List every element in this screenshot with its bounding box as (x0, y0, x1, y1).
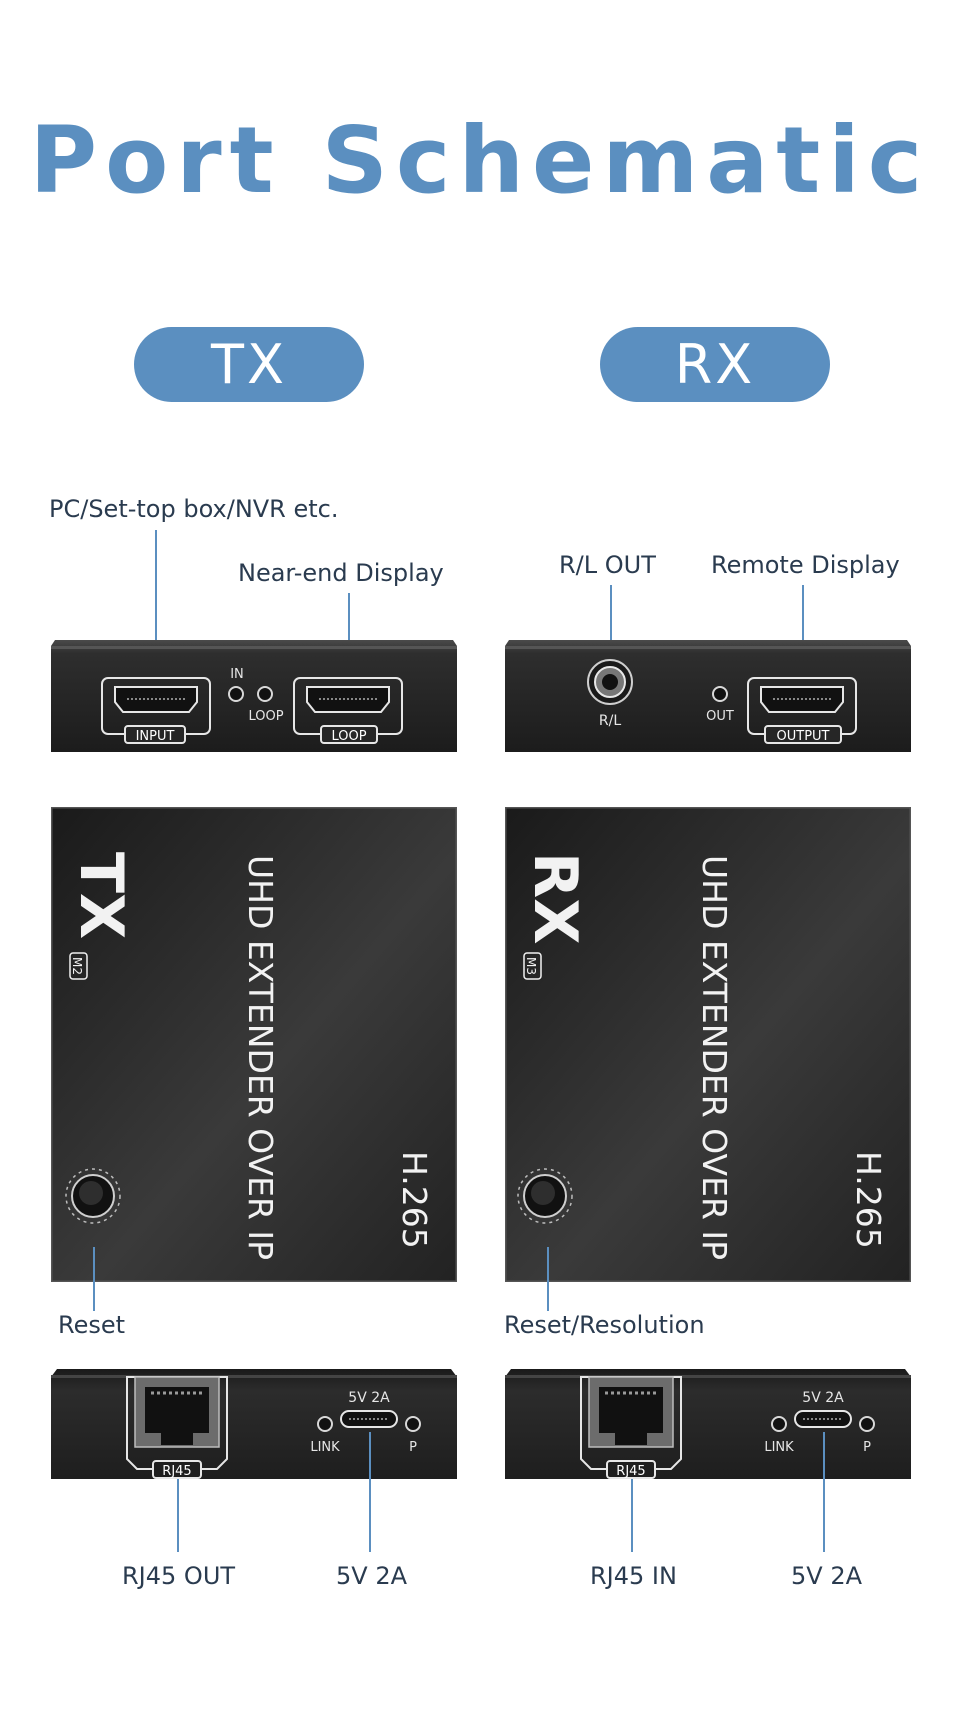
tx-codec: H.265 (395, 1151, 434, 1249)
rx-front-panel: R/L OUT OUTPUT (505, 640, 911, 752)
callout-rj45-in: RJ45 IN (590, 1562, 677, 1590)
rj45-port-icon: RJ45 (580, 1376, 682, 1479)
leader-line-reset-resolution (547, 1247, 549, 1311)
port-label-rl: R/L (599, 713, 621, 729)
callout-reset-resolution: Reset/Resolution (504, 1311, 705, 1339)
hdmi-loop-port: LOOP (293, 677, 403, 744)
audio-jack-icon (587, 659, 633, 705)
leader-line-power-rx (823, 1432, 825, 1552)
led-p (405, 1416, 421, 1432)
page-title: Port Schematic (29, 107, 931, 214)
callout-reset: Reset (58, 1311, 126, 1339)
led-label-out: OUT (706, 709, 734, 724)
leader-line-remote (802, 585, 804, 670)
leader-line-rj45-out (177, 1479, 179, 1552)
rx-logo: RX (520, 852, 590, 944)
led-link (317, 1416, 333, 1432)
callout-power-rx: 5V 2A (791, 1562, 863, 1590)
rx-product-text: UHD EXTENDER OVER IP (695, 855, 734, 1260)
rx-model: M3 (524, 957, 538, 975)
rx-codec: H.265 (849, 1151, 888, 1249)
led-label-p: P (409, 1440, 417, 1455)
reset-resolution-button[interactable] (517, 1168, 573, 1224)
leader-line-power-tx (369, 1432, 371, 1552)
hdmi-input-port: INPUT (101, 677, 211, 744)
led-label-loop: LOOP (248, 709, 283, 724)
callout-near-end-display: Near-end Display (238, 559, 444, 587)
port-label-rj45: RJ45 (616, 1464, 645, 1479)
tx-badge: TX (134, 327, 364, 402)
port-label-loop: LOOP (331, 729, 366, 744)
rx-top-view: RX M3 UHD EXTENDER OVER IP H.265 (505, 807, 911, 1282)
tx-product-text: UHD EXTENDER OVER IP (241, 855, 280, 1260)
led-p (859, 1416, 875, 1432)
tx-rear-panel: RJ45 5V 2A LINK P (51, 1369, 457, 1479)
rx-rear-panel: RJ45 5V 2A LINK P (505, 1369, 911, 1479)
led-label-link: LINK (310, 1440, 340, 1455)
callout-power-tx: 5V 2A (336, 1562, 408, 1590)
hdmi-output-port: OUTPUT (747, 677, 857, 744)
callout-remote-display: Remote Display (711, 551, 900, 579)
port-label-output: OUTPUT (777, 729, 830, 744)
leader-line-rj45-in (631, 1479, 633, 1552)
callout-rj45-out: RJ45 OUT (122, 1562, 236, 1590)
tx-top-view: TX M2 UHD EXTENDER OVER IP H.265 (51, 807, 457, 1282)
led-label-p: P (863, 1440, 871, 1455)
leader-line-reset (93, 1247, 95, 1311)
callout-rl-out: R/L OUT (559, 551, 656, 579)
led-out (712, 686, 728, 702)
leader-line-source (155, 530, 157, 670)
led-label-link: LINK (764, 1440, 794, 1455)
leader-line-near-end (348, 593, 350, 670)
rj45-port-icon: RJ45 (126, 1376, 228, 1479)
reset-button[interactable] (65, 1168, 121, 1224)
tx-model: M2 (70, 957, 84, 975)
led-link (771, 1416, 787, 1432)
power-label: 5V 2A (348, 1390, 390, 1406)
leader-line-rl-out (610, 585, 612, 650)
port-label-input: INPUT (136, 729, 175, 744)
rx-badge: RX (600, 327, 830, 402)
tx-front-panel: INPUT IN LOOP LOOP (51, 640, 457, 752)
led-label-in: IN (230, 667, 244, 682)
port-label-rj45: RJ45 (162, 1464, 191, 1479)
tx-logo: TX (66, 852, 136, 939)
led-in (228, 686, 244, 702)
callout-source: PC/Set-top box/NVR etc. (49, 495, 339, 523)
power-label: 5V 2A (802, 1390, 844, 1406)
led-loop (257, 686, 273, 702)
